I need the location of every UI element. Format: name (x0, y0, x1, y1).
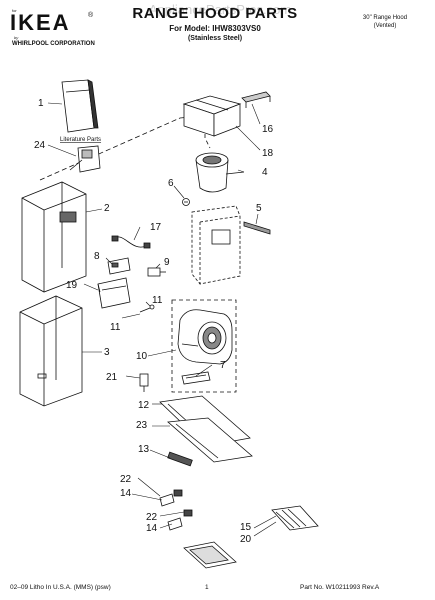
blower-motor-part (181, 371, 211, 385)
chimney-lower-part (19, 295, 83, 407)
literature-parts-label: Literature Parts (60, 137, 101, 143)
damper-transition-part (195, 152, 245, 193)
callout-14b: 14 (146, 523, 158, 534)
footer-part-number: Part No. W10211993 Rev.A (300, 584, 380, 591)
hood-type: 30" Range Hood (Vented) (345, 14, 425, 30)
knob-part-upper (159, 489, 183, 507)
charcoal-filter-part (271, 505, 319, 531)
callout-10: 10 (136, 351, 148, 362)
light-strip-part (243, 221, 271, 235)
callout-17: 17 (150, 222, 162, 233)
callout-2: 2 (104, 203, 110, 214)
callout-3: 3 (104, 347, 110, 358)
callout-14a: 14 (120, 488, 132, 499)
callout-24: 24 (34, 140, 46, 151)
callout-5: 5 (256, 203, 262, 214)
screw-small-part (139, 304, 155, 313)
chimney-upper-part (21, 181, 87, 293)
brand-for-text: for (12, 8, 17, 13)
thermal-switch-part (139, 373, 149, 392)
light-socket-part (167, 451, 193, 467)
leader-lines (47, 102, 277, 537)
control-board-part (107, 257, 131, 275)
bracket-part (69, 145, 101, 173)
callout-20: 20 (240, 534, 252, 545)
brand-corporation: WHIRLPOOL CORPORATION (12, 41, 95, 47)
footer-litho: 02–09 Litho In U.S.A. (MMS) (psw) (10, 584, 111, 591)
grease-filter-lower (167, 417, 253, 463)
bottom-plate-part (183, 541, 237, 569)
relay-part (147, 267, 166, 277)
wire-harness-part (111, 235, 151, 249)
callout-23: 23 (136, 420, 148, 431)
callout-numbers: 1 24 2 3 4 5 6 7 8 9 10 11 11 12 13 14 1… (34, 98, 274, 545)
callout-7: 7 (220, 360, 226, 371)
duct-box-part (182, 95, 242, 137)
callout-9: 9 (164, 257, 170, 268)
junction-plate (211, 229, 231, 245)
callout-13: 13 (138, 444, 150, 455)
mounting-bracket-part (241, 91, 271, 108)
registered-mark: ® (88, 12, 94, 19)
screw-part (182, 198, 190, 206)
callout-1: 1 (38, 98, 44, 109)
callout-11a: 11 (152, 295, 163, 306)
footer-page-number: 1 (205, 584, 209, 591)
brand-by-text: by (14, 35, 19, 40)
finish-line: (Stainless Steel) (187, 35, 243, 42)
literature-book-part (61, 79, 99, 133)
callout-21: 21 (106, 372, 118, 383)
blower-assembly-part (177, 309, 233, 365)
blower-box-outline (171, 299, 237, 393)
model-line: For Model: IHW8303VS0 (169, 24, 261, 33)
knob-part-lower (167, 509, 193, 531)
callout-18: 18 (262, 148, 274, 159)
callout-22b: 22 (146, 512, 158, 523)
callout-19: 19 (66, 280, 78, 291)
hood-type-line2: (Vented) (373, 23, 397, 29)
hood-type-line1: 30" Range Hood (362, 15, 408, 21)
watermark-text: AppliancePartsPros.com (148, 2, 292, 17)
callout-8: 8 (94, 251, 100, 262)
callout-11b: 11 (110, 322, 121, 333)
page-title: RANGE HOOD PARTS (132, 5, 298, 22)
motor-frame-part (191, 205, 241, 285)
callout-15: 15 (240, 522, 252, 533)
callout-16: 16 (262, 124, 274, 135)
callout-4: 4 (262, 167, 268, 178)
ikea-logo: IKEA (10, 10, 71, 35)
callout-22a: 22 (120, 474, 132, 485)
control-panel-part (97, 277, 131, 309)
callout-6: 6 (168, 178, 174, 189)
callout-12: 12 (138, 400, 150, 411)
